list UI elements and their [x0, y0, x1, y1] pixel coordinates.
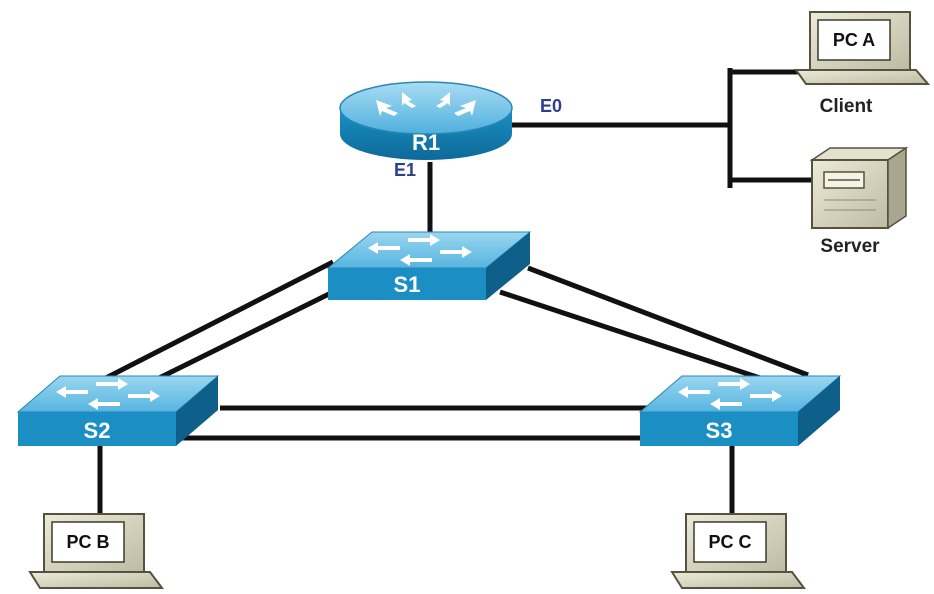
- router-label: R1: [412, 130, 440, 155]
- switch-front: [640, 412, 798, 446]
- pc-keyboard: [670, 571, 806, 589]
- link-s1-s3-b: [499, 289, 761, 381]
- pc-b: PC B: [28, 513, 164, 589]
- client-caption: Client: [820, 96, 873, 117]
- switch-s1-label: S1: [394, 272, 421, 297]
- pc-screen: [693, 521, 767, 563]
- pc-a-screen-label: PC A: [833, 30, 875, 50]
- pc-c: PC C: [670, 513, 806, 589]
- pc-c-screen-label: PC C: [708, 532, 751, 552]
- switch-s1: S1: [326, 231, 532, 300]
- switch-s2: S2: [16, 375, 220, 446]
- server-side: [887, 146, 907, 230]
- port-e0-label: E0: [540, 96, 562, 116]
- pc-b-screen-label: PC B: [66, 532, 109, 552]
- link-s1-s3-a: [527, 265, 809, 378]
- port-e1-label: E1: [394, 160, 416, 180]
- server-caption: Server: [820, 236, 880, 257]
- router-top: [339, 81, 513, 135]
- router-r1: R1: [339, 81, 513, 160]
- pc-a: PC A: [794, 11, 931, 85]
- switch-s2-label: S2: [84, 418, 111, 443]
- pc-keyboard: [794, 69, 931, 85]
- switch-front: [18, 412, 176, 446]
- router-arrows-icon: [376, 92, 476, 116]
- link-s1-s2-a: [100, 259, 335, 383]
- pc-keyboard: [28, 571, 164, 589]
- switch-side: [176, 376, 218, 446]
- switch-front: [328, 268, 486, 300]
- pc-screen: [51, 521, 125, 563]
- switch-side: [798, 376, 840, 446]
- links: [97, 68, 812, 514]
- server-front: [811, 159, 889, 229]
- link-s1-s2-b: [143, 289, 335, 388]
- pc-screen: [817, 19, 891, 61]
- switch-side: [486, 232, 530, 300]
- switch-s3: S3: [638, 375, 842, 446]
- server: [809, 146, 909, 230]
- switch-s3-label: S3: [706, 418, 733, 443]
